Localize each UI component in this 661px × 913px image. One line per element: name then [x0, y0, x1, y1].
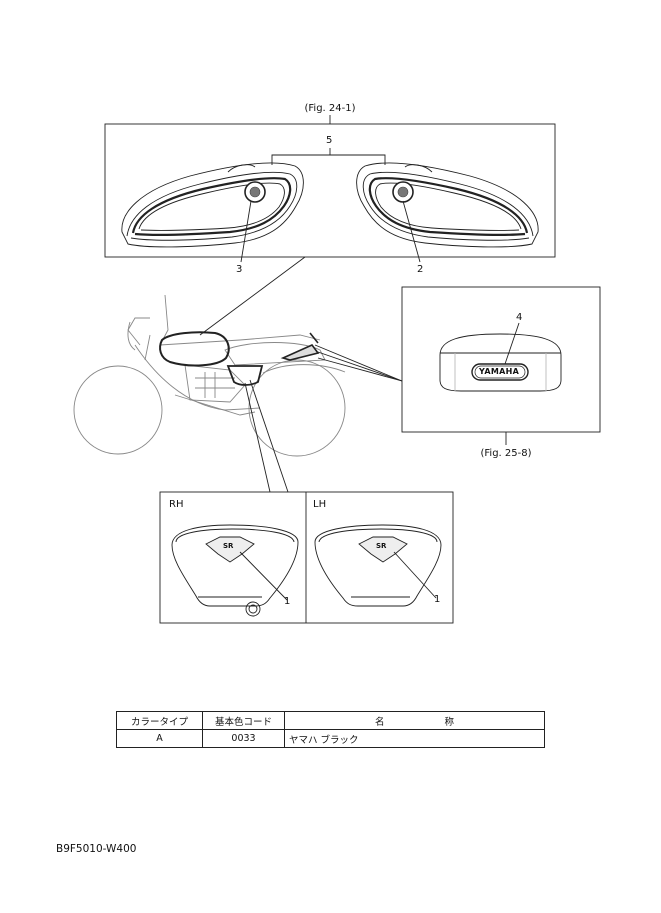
header-name-char-1: 名	[374, 716, 385, 728]
table-header-row: カラータイプ 基本色コード 名 称	[116, 711, 545, 730]
tank-decal-box	[104, 123, 556, 258]
callout-5: 4	[516, 312, 523, 323]
fig-ref-top[interactable]: (Fig. 24-1)	[304, 103, 356, 114]
callout-3: 3	[236, 264, 243, 275]
bike-rear-emblem-highlight	[280, 344, 320, 361]
yamaha-badge-text: YAMAHA	[479, 367, 520, 376]
cell-name: ヤマハ ブラック	[284, 729, 545, 748]
rear-emblem-part	[439, 333, 562, 392]
sr-badge-rh-text: SR	[223, 542, 234, 550]
header-name-char-2: 称	[444, 716, 455, 728]
side-cover-lh	[314, 524, 442, 607]
table-row: A 0033 ヤマハ ブラック	[116, 729, 545, 748]
cell-code: 0033	[202, 729, 285, 748]
side-cover-leader-1	[244, 382, 271, 493]
color-table: カラータイプ 基本色コード 名 称 A 0033 ヤマハ ブラック	[116, 711, 545, 748]
label-lh: LH	[313, 499, 327, 510]
header-color-type: カラータイプ	[116, 711, 203, 730]
header-name: 名 称	[284, 711, 545, 730]
callout-2: 2	[417, 264, 424, 275]
callout-4-bracket	[271, 154, 386, 165]
callout-1-lh-leader	[393, 551, 437, 599]
side-cover-box	[159, 491, 454, 624]
side-cover-leader-2	[249, 379, 289, 493]
sr-badge-lh-text: SR	[376, 542, 387, 550]
fig-ref-right[interactable]: (Fig. 25-8)	[480, 448, 532, 459]
tank-to-bike-leader	[199, 256, 306, 336]
emblem-box	[401, 286, 601, 433]
header-base-color-code: 基本色コード	[202, 711, 285, 730]
callout-1-rh: 1	[284, 596, 291, 607]
bike-side-cover-highlight	[226, 365, 264, 386]
bike-tank-highlight	[159, 331, 230, 367]
callout-1-rh-leader	[239, 551, 288, 601]
callout-1-lh: 1	[434, 594, 441, 605]
emblem-leader-1	[317, 351, 403, 382]
label-rh: RH	[169, 499, 184, 510]
tank-rh	[121, 162, 304, 248]
side-cover-rh	[171, 524, 299, 617]
document-code: B9F5010-W400	[56, 843, 137, 855]
motorcycle	[73, 294, 346, 457]
cell-type: A	[116, 729, 203, 748]
tank-lh	[356, 162, 539, 248]
callout-4: 5	[326, 135, 333, 146]
callout-3-leader	[240, 200, 252, 263]
callout-5-leader	[504, 322, 520, 365]
callout-2-leader	[402, 200, 421, 263]
